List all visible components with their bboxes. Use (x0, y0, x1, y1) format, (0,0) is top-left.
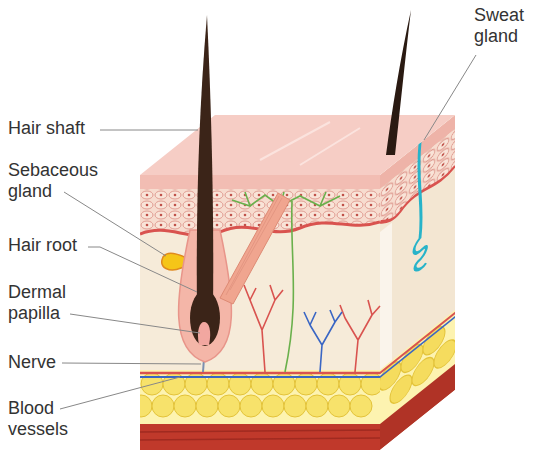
part-label: Sebaceous gland (8, 160, 118, 202)
part-label: Nerve (8, 352, 56, 373)
nerve (232, 192, 340, 372)
part-label: Dermal papilla (8, 282, 88, 324)
hair-shaft (197, 15, 213, 310)
blood-vessel (244, 285, 380, 372)
part-label: Hair shaft (8, 118, 85, 139)
part-label: Sweat gland (474, 5, 540, 47)
blood-vessel (304, 310, 342, 372)
arrector-muscle (220, 193, 290, 304)
part-label: Blood vessels (8, 398, 88, 440)
sweat-gland (414, 138, 426, 274)
leader-line (60, 55, 476, 409)
dermal-papilla (198, 322, 210, 345)
front-face (140, 175, 380, 450)
part-label: Hair root (8, 235, 77, 256)
side-face (379, 114, 456, 451)
hair-shaft (386, 10, 411, 155)
